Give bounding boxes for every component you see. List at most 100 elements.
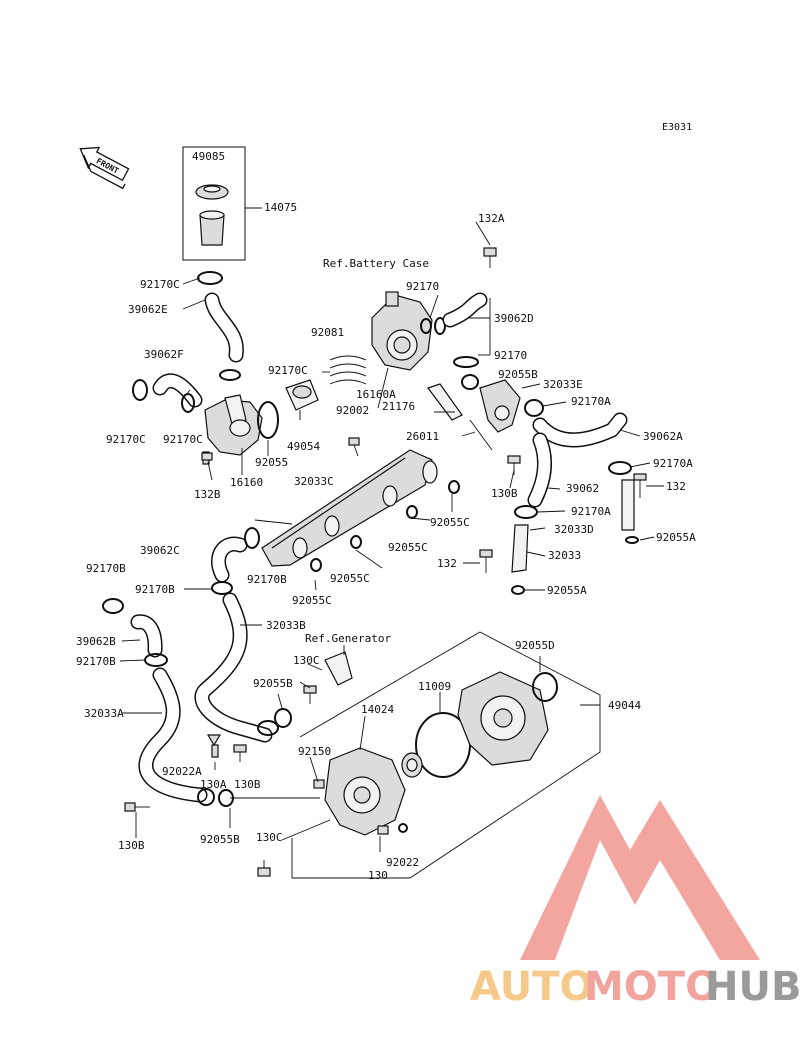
label-92170B-top: 92170B (135, 583, 175, 596)
label-132B-top: 132B (194, 488, 221, 501)
label-92055A-low: 92055A (547, 584, 587, 597)
wordmark-hub: HUB (705, 964, 800, 1010)
clamps-upper-left (132, 271, 241, 413)
label-92055C-4: 92055C (292, 594, 332, 607)
pipe-32033A (138, 667, 208, 803)
hose-39062 (527, 432, 552, 508)
clamp-92170B-low2 (257, 720, 279, 736)
bolt-132A (483, 247, 497, 268)
pipe-32033E (479, 379, 521, 433)
label-92170B-low: 92170B (76, 655, 116, 668)
hose-39062C (211, 536, 248, 583)
assembly-49044-outline (291, 631, 601, 879)
label-130C-low: 130C (256, 831, 283, 844)
thermostat-spring (285, 355, 367, 411)
leader-lines (119, 221, 664, 852)
label-49044: 49044 (608, 699, 641, 712)
bolt-130B-low (233, 744, 247, 762)
pipe-32033C (261, 449, 438, 567)
label-132-right: 132 (666, 480, 686, 493)
label-132-low: 132 (437, 557, 457, 570)
bolt-132B-top (201, 452, 213, 461)
label-92022A: 92022A (162, 765, 202, 778)
ref-battery-case: Ref.Battery Case (323, 257, 429, 270)
label-92002: 92002 (336, 404, 369, 417)
label-49054: 49054 (287, 440, 320, 453)
clamp-92170B-mid (244, 527, 260, 549)
label-14024: 14024 (361, 703, 394, 716)
bolt-92150 (313, 779, 325, 789)
label-92055D: 92055D (515, 639, 555, 652)
label-130B-left: 130B (118, 839, 145, 852)
bolt-130C-low (257, 860, 271, 877)
hose-39062E (204, 292, 244, 363)
label-14075: 14075 (264, 201, 297, 214)
label-32033B: 32033B (266, 619, 306, 632)
diagram-code: E3031 (662, 122, 692, 133)
label-130: 130 (368, 869, 388, 882)
water-pump-cover-14024 (324, 747, 406, 836)
bolt-130B-left (124, 802, 150, 812)
label-92055B-low: 92055B (200, 833, 240, 846)
label-32033C: 32033C (294, 475, 334, 488)
bolt-92002 (348, 437, 360, 457)
fitting-92022A (206, 734, 222, 758)
clamp-92170-mid (453, 356, 479, 368)
label-49085: 49085 (192, 150, 225, 163)
label-130B-low: 130B (234, 778, 261, 791)
wordmark-moto: MOTO (584, 964, 719, 1010)
wordmark-auto: AUTO (470, 964, 594, 1010)
label-92170-mid: 92170 (494, 349, 527, 362)
generator-bracket (324, 651, 353, 686)
ref-generator: Ref.Generator (305, 632, 391, 645)
label-39062D: 39062D (494, 312, 534, 325)
bolt-132-right (633, 473, 647, 498)
o-ring-92055B-mid (274, 708, 292, 728)
label-92170A-low: 92170A (571, 505, 611, 518)
label-26011: 26011 (406, 430, 439, 443)
label-39062F: 39062F (144, 348, 184, 361)
clamp-130A (197, 788, 215, 806)
automotohub-wordmark: AUTO MOTO HUB (470, 964, 800, 1010)
label-92055B-top: 92055B (498, 368, 538, 381)
label-92055B-mid: 92055B (253, 677, 293, 690)
o-ring-92055B-top (461, 374, 479, 390)
pipe-32033B (194, 592, 273, 743)
pipe-32033D (621, 479, 639, 544)
label-32033E: 32033E (543, 378, 583, 391)
hose-39062B (130, 614, 163, 658)
label-92170C-right: 92170C (268, 364, 308, 377)
label-16160A: 16160A (356, 388, 396, 401)
label-92055C-1: 92055C (430, 516, 470, 529)
water-pump-body-49044 (457, 671, 549, 766)
label-92022: 92022 (386, 856, 419, 869)
o-ring-92055 (257, 401, 279, 439)
pipe-32033 (511, 524, 529, 595)
label-92055A-right: 92055A (656, 531, 696, 544)
label-130C-top: 130C (293, 654, 320, 667)
o-ring-92055D (532, 672, 558, 702)
bolt-130C-top (303, 685, 317, 704)
automotohub-logo (520, 795, 760, 960)
label-92081: 92081 (311, 326, 344, 339)
label-11009: 11009 (418, 680, 451, 693)
label-39062C: 39062C (140, 544, 180, 557)
label-92055: 92055 (255, 456, 288, 469)
bolt-132-low (479, 549, 493, 573)
hose-39062D (442, 292, 488, 328)
stay-26011 (469, 419, 493, 451)
clamp-92170A-top (524, 399, 544, 417)
temperature-sensor-21176 (427, 383, 463, 421)
label-92170B-mid: 92170B (247, 573, 287, 586)
front-arrow-icon: FRONT (79, 146, 130, 190)
radiator-cap-kit (182, 146, 262, 261)
label-92170C-top: 92170C (140, 278, 180, 291)
label-92170A-top: 92170A (571, 395, 611, 408)
label-92170-top: 92170 (406, 280, 439, 293)
bolt-130B-mid (507, 455, 521, 475)
label-32033D: 32033D (554, 523, 594, 536)
label-39062A: 39062A (643, 430, 683, 443)
label-130B-mid: 130B (491, 487, 518, 500)
label-132A: 132A (478, 212, 505, 225)
